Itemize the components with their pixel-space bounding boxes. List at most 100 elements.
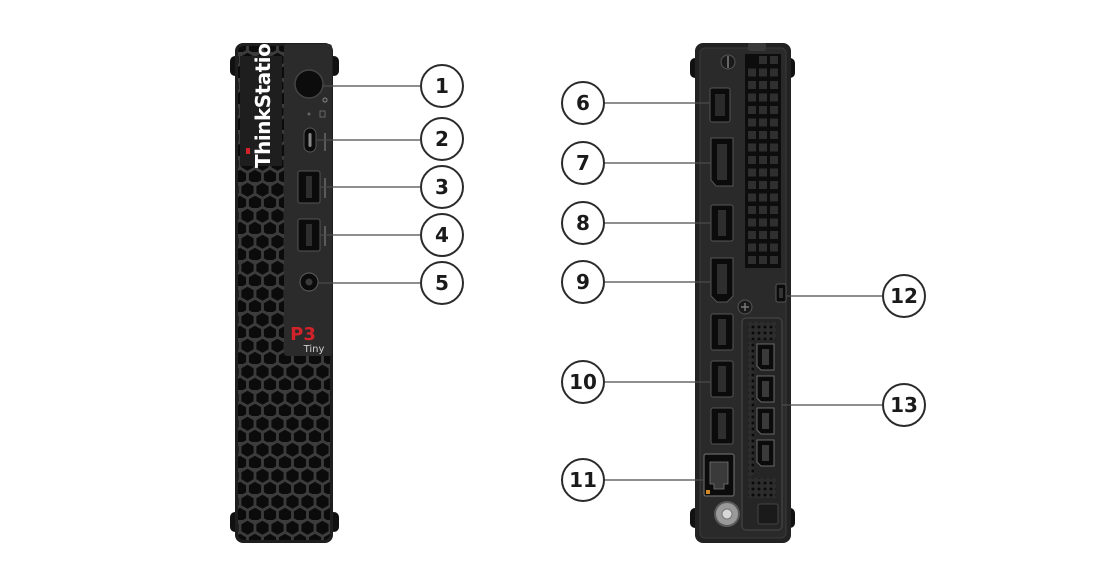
callout-2: 2 [420, 117, 464, 161]
card-mesh-top [748, 322, 776, 340]
vent-slat [748, 131, 756, 139]
dc-power-icon [715, 94, 725, 116]
svg-text:9: 9 [576, 270, 590, 294]
mini-displayport-icon [762, 349, 769, 365]
brand-strip [240, 56, 282, 166]
usb-c-icon [308, 133, 312, 147]
vent-slat [748, 181, 756, 189]
vent-slat [748, 81, 756, 89]
vent-slat [759, 118, 767, 127]
callout-11: 11 [561, 458, 605, 502]
vent-slat [759, 56, 767, 64]
model-text: P3 [290, 324, 316, 345]
vent-slat [770, 181, 778, 189]
top-screw-slot [727, 56, 729, 68]
displayport-icon [717, 144, 727, 180]
usb-a-icon [718, 319, 726, 345]
rear-view [690, 43, 795, 543]
svg-text:7: 7 [576, 151, 590, 175]
vent-slat [759, 93, 767, 102]
mini-displayport-icon [762, 413, 769, 429]
brand-red-dot [246, 148, 250, 154]
vent-slat [770, 131, 778, 139]
svg-text:4: 4 [435, 223, 449, 247]
svg-text:1: 1 [435, 74, 449, 98]
vent-slat [770, 218, 778, 227]
vent-slat [770, 206, 778, 214]
callout-6: 6 [561, 81, 605, 125]
vent-slat [770, 143, 778, 152]
vent-slat [759, 256, 767, 264]
vent-slat [748, 93, 756, 102]
svg-text:12: 12 [890, 284, 918, 308]
ethernet-icon [709, 461, 729, 490]
vent-slat [770, 118, 778, 127]
lock-slot-icon [779, 288, 783, 298]
usb-label-marks [324, 226, 326, 246]
top-tab [748, 43, 766, 51]
vent-slat [748, 231, 756, 239]
callouts: 1 2 3 4 5 6 7 8 [317, 64, 926, 502]
mini-displayport-group [756, 343, 775, 467]
model-badge [286, 314, 330, 354]
mini-displayport-icon [762, 381, 769, 397]
vent-slat [748, 68, 756, 77]
callout-5: 5 [420, 261, 464, 305]
vent-slat [770, 193, 778, 202]
brand-text: ThinkStation [251, 30, 275, 168]
vent-slat [770, 256, 778, 264]
power-button[interactable] [294, 69, 324, 99]
vent-slat [748, 106, 756, 114]
vent-slats [748, 56, 778, 264]
vent-slat [759, 81, 767, 89]
audio-jack-icon [305, 278, 313, 286]
vent-slat [759, 143, 767, 152]
callout-10: 10 [561, 360, 605, 404]
vent-slat [770, 156, 778, 164]
card-mesh-bottom [748, 478, 776, 498]
callout-8: 8 [561, 201, 605, 245]
vent-slat [748, 143, 756, 152]
model-sub-text: Tiny [303, 344, 325, 355]
vent-slat [748, 218, 756, 227]
vent-slat [759, 68, 767, 77]
vent-slat [759, 193, 767, 202]
power-icon [322, 97, 328, 103]
usb-a-icon [718, 366, 726, 392]
svg-text:6: 6 [576, 91, 590, 115]
vent-slat [759, 231, 767, 239]
vent-slat [759, 206, 767, 214]
vent-slat [748, 118, 756, 127]
usb-a-icon [718, 210, 726, 236]
svg-text:10: 10 [569, 370, 597, 394]
svg-text:8: 8 [576, 211, 590, 235]
callout-7: 7 [561, 141, 605, 185]
vent-slat [759, 243, 767, 252]
callout-13: 13 [882, 383, 926, 427]
callout-4: 4 [420, 213, 464, 257]
vent-slat [770, 231, 778, 239]
ground-screw-cross [741, 303, 749, 311]
usb-label-marks [324, 178, 326, 198]
vent-slat [748, 256, 756, 264]
vent-slat [759, 181, 767, 189]
card-mesh-side [748, 342, 754, 476]
vent-slat [759, 168, 767, 177]
vent-slat [748, 156, 756, 164]
callout-9: 9 [561, 260, 605, 304]
vent-slat [770, 68, 778, 77]
svg-text:13: 13 [890, 393, 918, 417]
usb-label-marks [324, 133, 326, 151]
usb-a-icon [306, 176, 312, 198]
vent-slat [770, 168, 778, 177]
callout-12: 12 [882, 274, 926, 318]
vent-slat [759, 218, 767, 227]
callout-3: 3 [420, 165, 464, 209]
svg-text:3: 3 [435, 175, 449, 199]
usb-a-icon [306, 224, 312, 246]
vent-slat [748, 243, 756, 252]
hdmi-icon [717, 264, 727, 294]
ethernet-led-orange [706, 490, 710, 494]
card-bottom-slot [757, 503, 779, 525]
